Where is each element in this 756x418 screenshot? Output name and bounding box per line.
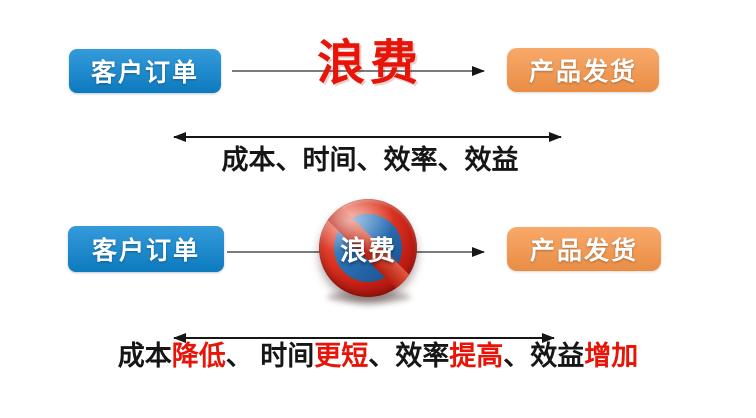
product-shipping-label: 产品发货 — [529, 237, 638, 265]
no-waste-label: 浪费 — [340, 235, 396, 266]
waste-title: 浪费 — [296, 30, 444, 90]
product-shipping-label: 产品发货 — [528, 58, 637, 86]
metric-segment: 、 — [368, 341, 396, 371]
customer-order-box-after: 客户订单 — [68, 226, 224, 272]
metric-segment: 、 — [503, 341, 531, 371]
waste-title-text: 浪费 — [316, 37, 423, 90]
no-waste-icon: 浪费 — [319, 199, 417, 297]
customer-order-box-before: 客户订单 — [69, 49, 221, 93]
metric-segment: 增加 — [584, 341, 639, 371]
metric-segment: 降低 — [171, 341, 226, 371]
metric-segment: 成本 — [117, 341, 172, 371]
customer-order-label: 客户订单 — [91, 237, 200, 265]
customer-order-label: 客户订单 — [90, 59, 199, 87]
metric-segment: 更短 — [314, 341, 369, 371]
metric-segment: 、 — [225, 341, 261, 371]
metric-segment: 提高 — [449, 341, 504, 371]
metrics-after-label: 成本降低、 时间更短、效率提高、效益增加 — [0, 341, 756, 371]
metric-segment: 效益 — [530, 341, 585, 371]
metric-segment: 时间 — [260, 341, 315, 371]
product-shipping-box-before: 产品发货 — [507, 48, 659, 92]
metrics-before-label: 成本、时间、效率、效益 — [221, 145, 519, 175]
product-shipping-box-after: 产品发货 — [507, 227, 661, 271]
metric-segment: 效率 — [395, 341, 450, 371]
